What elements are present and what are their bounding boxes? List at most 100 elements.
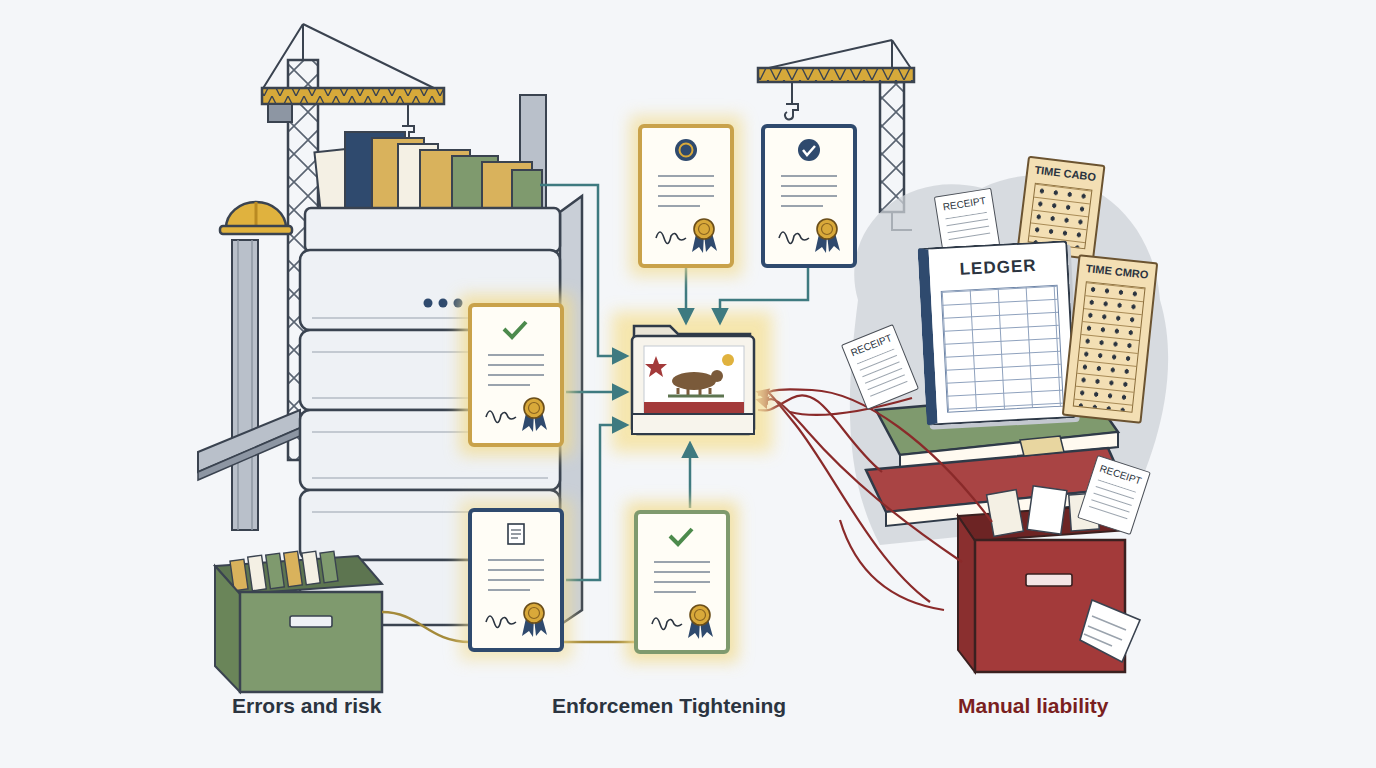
file-drawer (266, 553, 285, 589)
state-folder (612, 312, 772, 452)
flow-arrows (720, 268, 808, 322)
certificate (670, 529, 692, 544)
certificate (803, 146, 815, 155)
caption-label: Enforcemen Tightening (552, 694, 786, 718)
receipt-lines (857, 348, 908, 398)
book-stack (1020, 436, 1064, 456)
certificate (640, 126, 732, 266)
certificate (486, 560, 547, 637)
state-folder (668, 395, 724, 398)
label-holder: Enforcemen Tightening (552, 694, 786, 718)
node-text: TIME CABO (1034, 164, 1097, 183)
certificate (511, 530, 521, 538)
steel-beam (232, 240, 258, 530)
certificate (798, 139, 820, 161)
state-folder (632, 414, 754, 434)
hard-hat (226, 202, 286, 228)
label-holder: Manual liability (958, 694, 1109, 718)
certificate (460, 500, 572, 660)
tangled-lines (758, 395, 882, 472)
timecard-lines (1028, 183, 1093, 250)
file-drawer (302, 551, 320, 585)
server-stack (439, 299, 448, 308)
state-folder (612, 312, 772, 452)
caption-label: Manual liability (958, 694, 1109, 718)
ledger-lines (941, 285, 1064, 413)
hard-hat (220, 202, 292, 234)
file-drawer (290, 616, 332, 627)
crane (268, 104, 292, 122)
node-text: LEDGER (959, 256, 1037, 280)
certificate (652, 562, 713, 639)
certificate (626, 502, 738, 662)
crane (760, 40, 912, 70)
certificate (779, 176, 840, 253)
certificate (460, 500, 572, 660)
file-drawer (215, 566, 240, 692)
file-drawer (284, 551, 303, 587)
state-folder (632, 336, 754, 434)
crane (262, 88, 444, 104)
tangled-lines (758, 392, 930, 602)
certificate (460, 295, 572, 455)
time-card: TIME CMRO (1062, 254, 1158, 423)
server-stack (305, 208, 560, 252)
state-folder (644, 402, 744, 414)
timecard-lines (1073, 281, 1146, 413)
certificate (630, 116, 742, 276)
label-holder: Errors and risk (232, 694, 381, 718)
crane (407, 104, 409, 126)
certificate (630, 116, 742, 276)
tangled-lines (790, 398, 912, 415)
server-stack (424, 299, 433, 308)
certificate (460, 295, 572, 455)
red-drawer (987, 490, 1024, 537)
ledger-binder: LEDGER (917, 240, 1076, 426)
certificate (675, 139, 697, 161)
certificate (470, 510, 562, 650)
certificate (504, 322, 526, 337)
certificate (636, 512, 728, 652)
smudge-cloud (850, 175, 1168, 545)
crane (880, 82, 904, 212)
certificate (656, 176, 717, 253)
certificate (763, 126, 855, 266)
flow-arrows (685, 268, 688, 322)
red-drawer (958, 516, 975, 672)
file-drawer (215, 551, 382, 692)
hard-hat (255, 202, 258, 228)
state-folder (678, 388, 710, 395)
crane (262, 24, 442, 92)
red-drawer (1027, 486, 1067, 534)
state-folder (711, 370, 723, 382)
caption-label: Errors and risk (232, 694, 381, 718)
certificate (763, 126, 855, 266)
state-folder (672, 372, 716, 390)
crane (758, 68, 914, 82)
file-drawer (240, 592, 382, 692)
certificate (486, 355, 547, 432)
tangled-lines (840, 520, 944, 610)
file-drawer (248, 555, 267, 591)
red-drawer (1084, 616, 1126, 646)
state-folder (645, 356, 667, 377)
hard-hat (220, 226, 292, 234)
receipt-lines (1088, 479, 1137, 524)
flow-arrows (566, 391, 626, 394)
crane (791, 82, 793, 104)
red-drawer (1026, 574, 1072, 586)
flow-arrows (689, 444, 692, 508)
certificate (680, 144, 693, 157)
flow-arrows (566, 425, 626, 580)
crane (785, 104, 798, 119)
state-folder (722, 354, 734, 366)
certificate (626, 502, 738, 662)
receipt-lines (945, 212, 991, 244)
steel-beam (198, 428, 300, 480)
node-text: RECEIPT (942, 195, 987, 213)
steel-beam (238, 240, 252, 530)
